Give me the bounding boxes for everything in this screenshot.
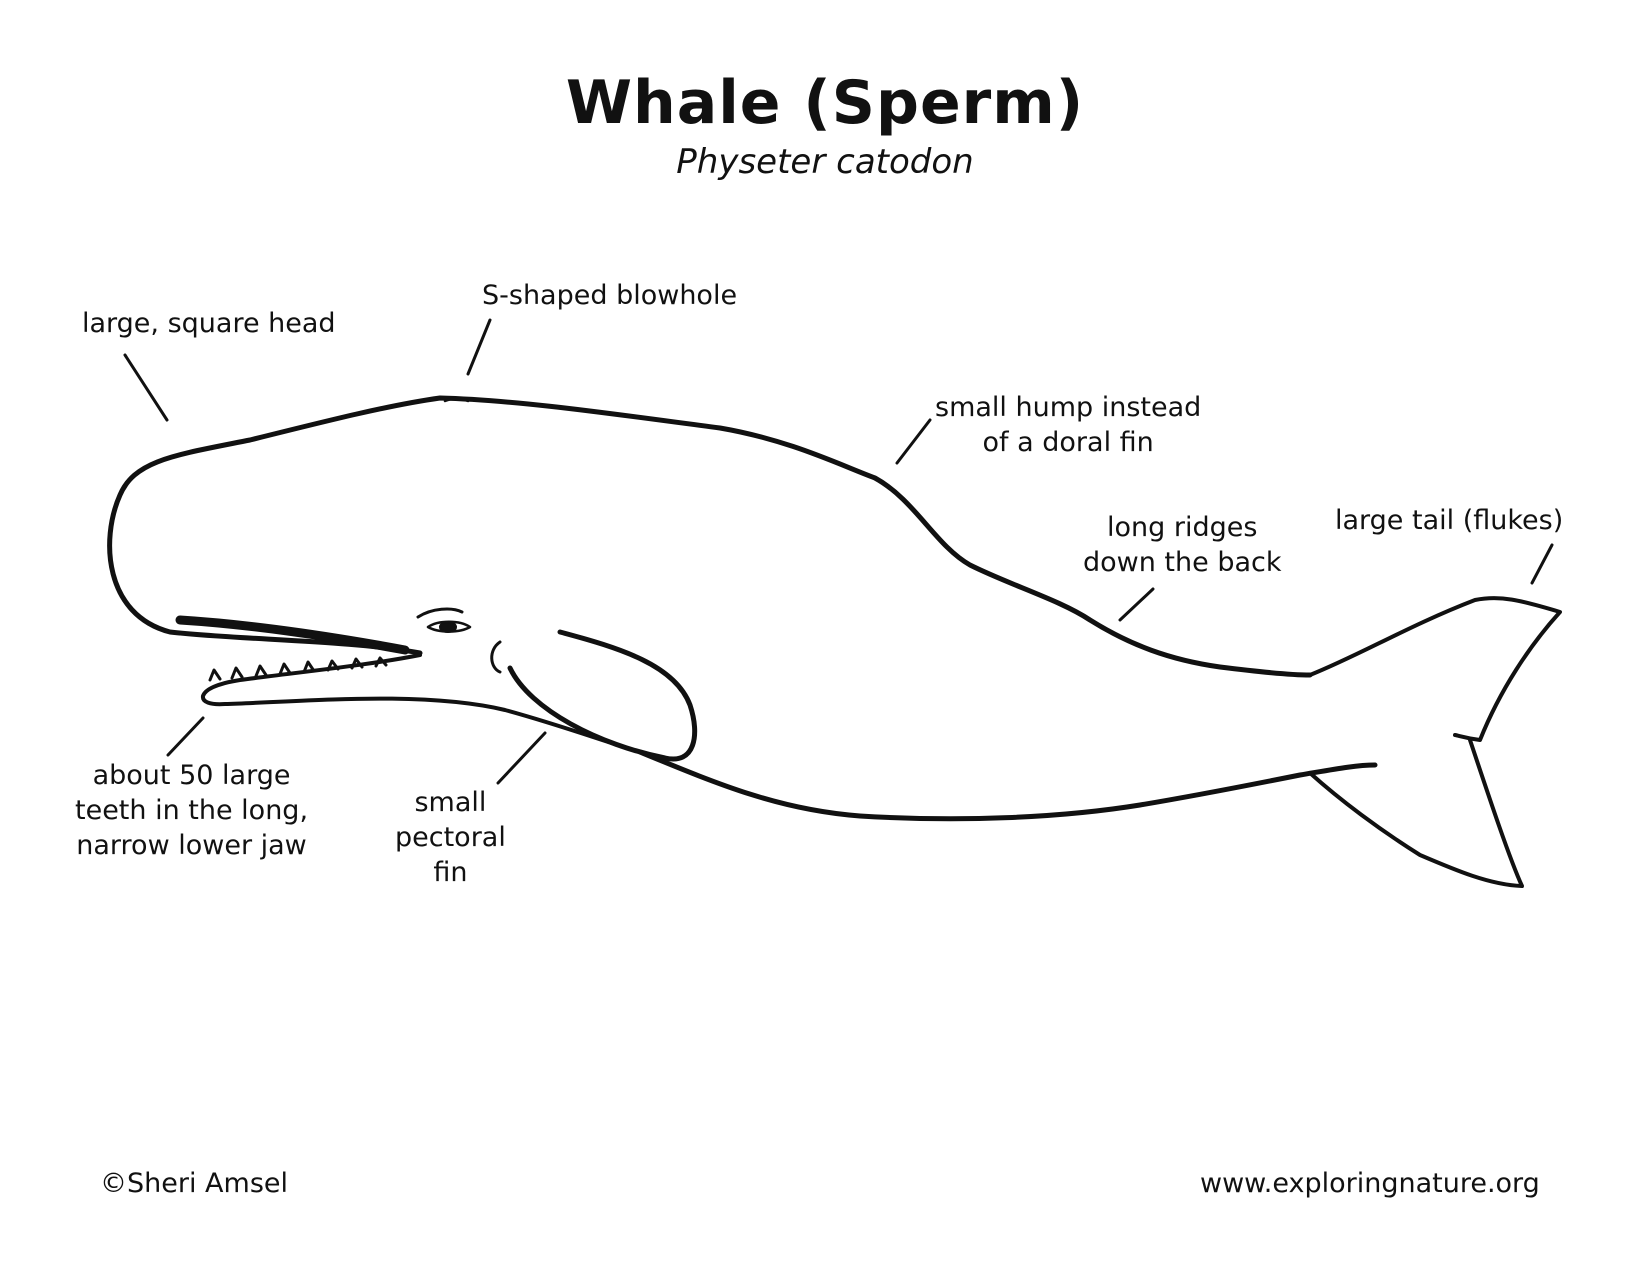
label-head: large, square head — [82, 308, 336, 339]
label-hump: small hump instead of a doral fin — [935, 392, 1202, 458]
website: www.exploringnature.org — [1200, 1168, 1540, 1199]
label-teeth: about 50 large teeth in the long, narrow… — [75, 760, 309, 861]
eye-lid — [426, 620, 472, 633]
pointer-tail — [1530, 543, 1554, 585]
pointer-pectoral — [496, 731, 547, 785]
pointer-head — [123, 353, 169, 422]
label-ridges: long ridges down the back — [1083, 512, 1282, 578]
pointer-teeth — [166, 716, 205, 757]
label-blowhole: S-shaped blowhole — [482, 280, 738, 311]
label-tail: large tail (flukes) — [1335, 505, 1564, 536]
upper-jaw-band — [175, 615, 410, 655]
lower-jaw — [200, 653, 642, 754]
scientific-name: Physeter catodon — [676, 142, 974, 182]
whale-belly — [637, 749, 1378, 822]
pointer-ridges — [1118, 587, 1155, 622]
lower-fluke — [1308, 738, 1524, 888]
diagram-title: Whale (Sperm) — [565, 68, 1085, 138]
label-pectoral: small pectoral fin — [395, 787, 506, 888]
blowhole — [443, 397, 470, 403]
teeth — [208, 656, 388, 682]
pectoral-fin — [507, 629, 698, 762]
pointer-hump — [895, 418, 932, 465]
eye-brow — [416, 607, 464, 619]
fin-crease — [490, 640, 502, 674]
pointer-blowhole — [466, 318, 492, 376]
whale-body-outline — [107, 395, 1313, 678]
upper-fluke — [1308, 596, 1562, 742]
copyright: ©Sheri Amsel — [100, 1168, 288, 1199]
